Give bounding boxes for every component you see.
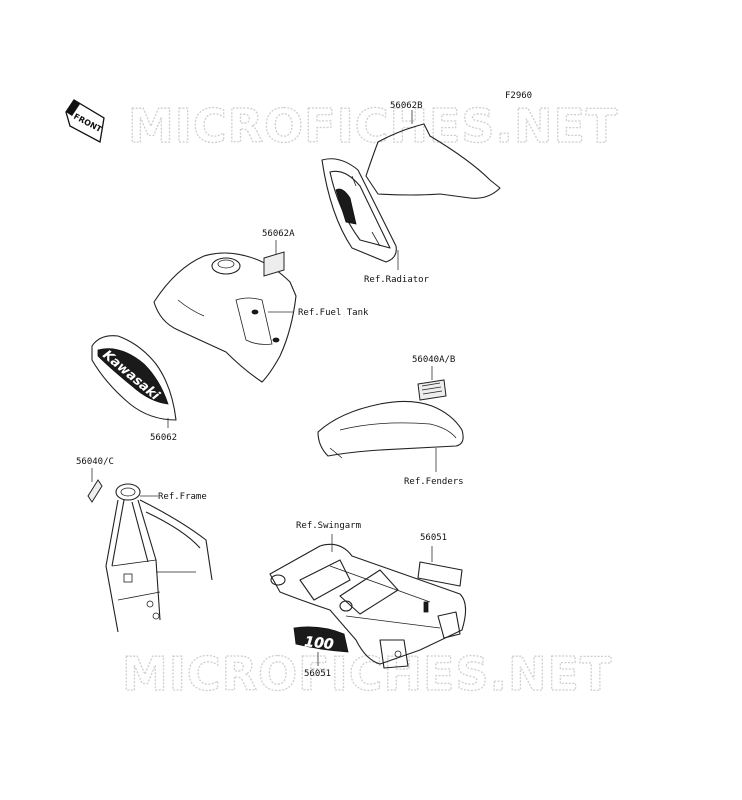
decal-56040C — [87, 479, 103, 503]
label-56040C: 56040/C — [76, 457, 114, 467]
decal-56062A — [263, 251, 285, 277]
decal-56062: Kawasaki — [91, 335, 177, 421]
label-ref-fenders: Ref.Fenders — [404, 477, 464, 487]
label-56051-top: 56051 — [420, 533, 447, 543]
label-ref-fuel-tank: Ref.Fuel Tank — [298, 308, 369, 318]
decal-56051-top — [417, 561, 463, 587]
label-ref-swingarm: Ref.Swingarm — [296, 521, 361, 531]
swingarm — [269, 543, 467, 669]
radiator-shroud — [321, 158, 397, 263]
swingarm-decal-text: 100 — [304, 634, 335, 653]
fuel-tank — [153, 252, 297, 383]
rear-fender — [317, 400, 464, 459]
label-ref-frame: Ref.Frame — [158, 492, 207, 502]
watermark-bottom: MICROFICHES.NET — [122, 647, 612, 701]
label-ref-radiator: Ref.Radiator — [364, 275, 430, 285]
decal-56051-bottom: 100 — [293, 626, 349, 653]
label-56051-bottom: 56051 — [304, 669, 331, 679]
frame — [105, 483, 213, 633]
label-56062B: 56062B — [390, 101, 423, 111]
watermark-top: MICROFICHES.NET — [128, 99, 618, 153]
label-56040AB: 56040A/B — [412, 355, 455, 365]
front-arrow-icon: FRONT — [65, 99, 105, 143]
decal-56062B — [365, 123, 501, 199]
decal-56040AB — [417, 379, 447, 401]
label-56062: 56062 — [150, 433, 177, 443]
diagram-code: F2960 — [505, 91, 532, 101]
label-56062A: 56062A — [262, 229, 295, 239]
